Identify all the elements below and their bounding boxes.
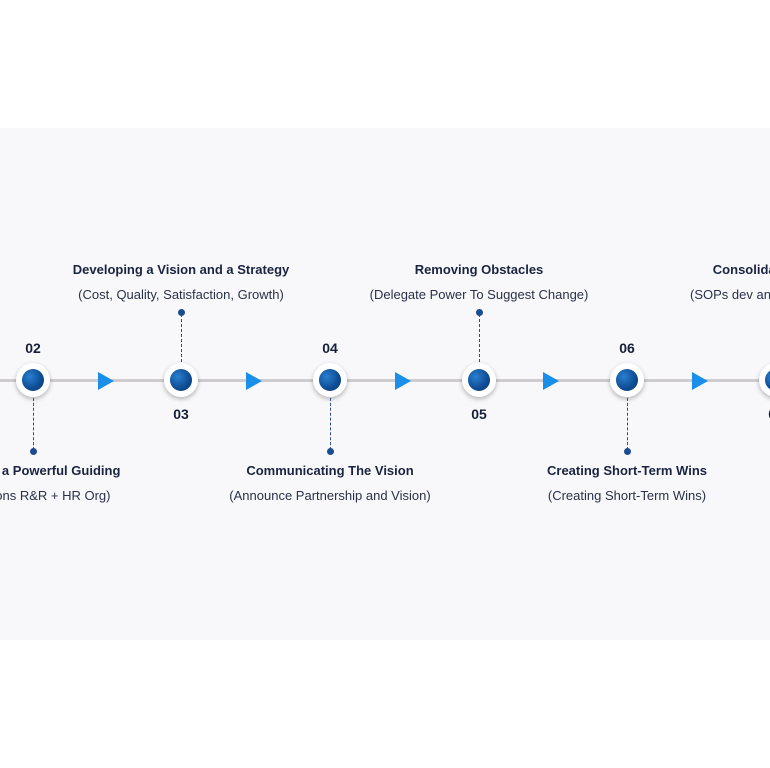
step-node	[610, 363, 644, 397]
step-connector	[627, 398, 628, 450]
step-dot	[178, 309, 185, 316]
step-connector	[181, 314, 182, 362]
step-connector	[33, 398, 34, 450]
step-number: 02	[25, 340, 41, 356]
step-number: 04	[322, 340, 338, 356]
step-node	[164, 363, 198, 397]
step-subtitle: (Functions R&R + HR Org)	[0, 488, 111, 503]
step-subtitle: (Creating Short-Term Wins)	[547, 488, 707, 503]
timeline-track	[0, 379, 770, 382]
step-node-icon	[765, 369, 770, 391]
step-subtitle: (SOPs dev and Improvement)	[690, 287, 770, 302]
step-node	[16, 363, 50, 397]
step-subtitle: (Announce Partnership and Vision)	[229, 488, 431, 503]
step-title: Communicating The Vision	[246, 463, 414, 478]
step-title: Consolidating Gains	[712, 262, 770, 277]
timeline-panel: 02 Creating a Powerful Guiding (Function…	[0, 128, 770, 640]
step-node-icon	[468, 369, 490, 391]
step-number: 03	[173, 406, 189, 422]
step-title: Creating a Powerful Guiding	[0, 463, 121, 478]
arrow-right-icon	[98, 372, 114, 390]
arrow-right-icon	[543, 372, 559, 390]
step-connector	[330, 398, 331, 450]
step-node	[462, 363, 496, 397]
step-node-icon	[22, 369, 44, 391]
step-node-icon	[319, 369, 341, 391]
step-dot	[327, 448, 334, 455]
step-number: 07	[756, 406, 770, 422]
step-node-icon	[170, 369, 192, 391]
step-node	[759, 363, 770, 397]
step-connector	[479, 314, 480, 362]
arrow-right-icon	[692, 372, 708, 390]
step-dot	[624, 448, 631, 455]
step-node	[313, 363, 347, 397]
step-dot	[476, 309, 483, 316]
step-title: Removing Obstacles	[414, 262, 544, 277]
step-title: Creating Short-Term Wins	[547, 463, 707, 478]
arrow-right-icon	[246, 372, 262, 390]
step-title: Developing a Vision and a Strategy	[72, 262, 290, 277]
step-dot	[30, 448, 37, 455]
step-node-icon	[616, 369, 638, 391]
step-number: 05	[471, 406, 487, 422]
arrow-right-icon	[395, 372, 411, 390]
step-subtitle: (Delegate Power To Suggest Change)	[369, 287, 589, 302]
step-number: 06	[619, 340, 635, 356]
step-subtitle: (Cost, Quality, Satisfaction, Growth)	[78, 287, 284, 302]
